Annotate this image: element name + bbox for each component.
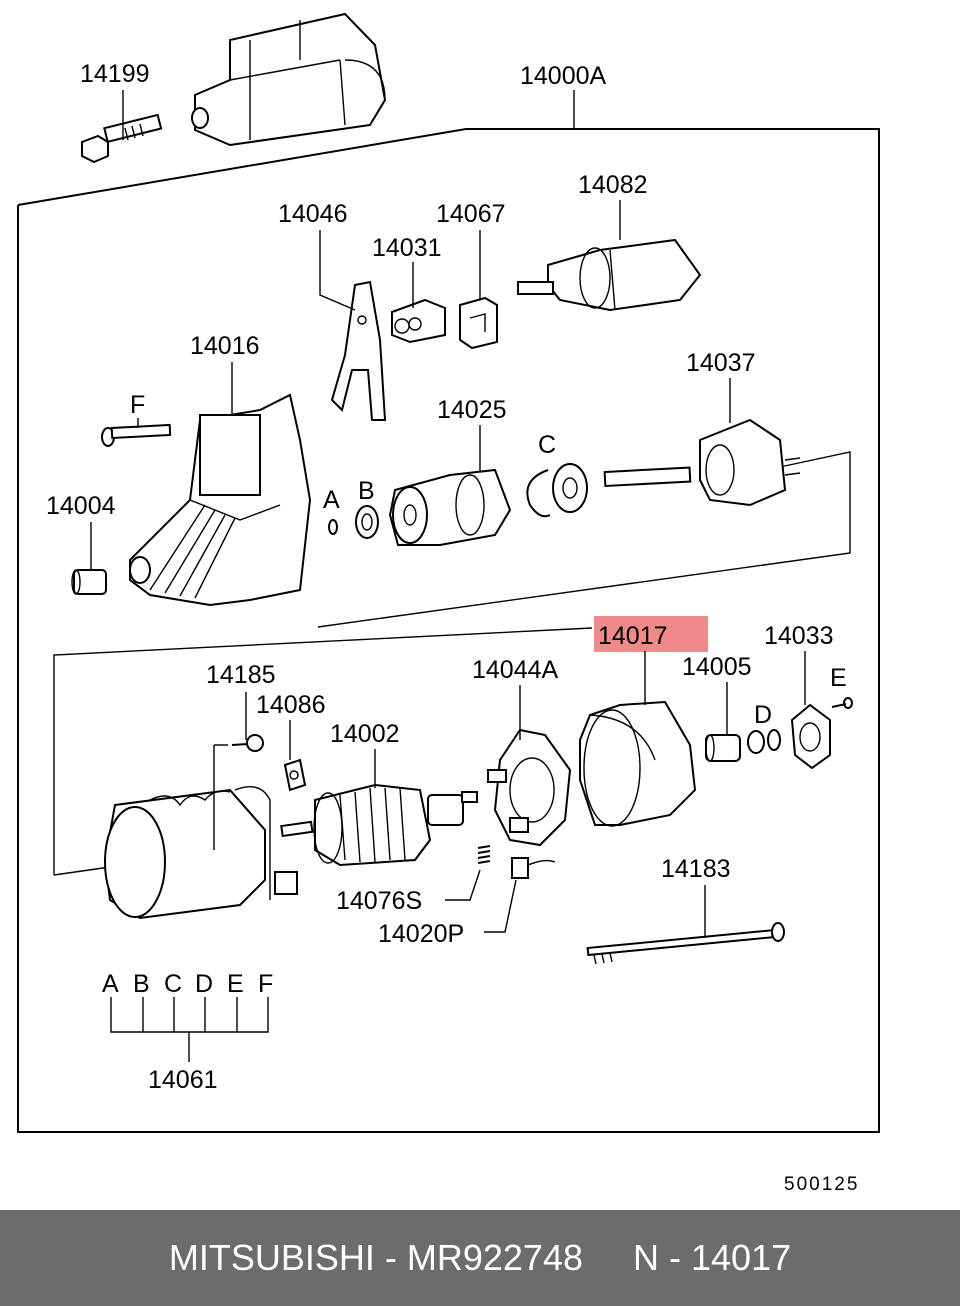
starter-assembly-drawing — [191, 12, 387, 147]
washer-B-drawing — [355, 505, 379, 539]
label-14031: 14031 — [372, 234, 442, 262]
yoke-14017-drawing — [579, 700, 697, 827]
label-14067: 14067 — [436, 200, 506, 228]
bushing-14004-drawing — [71, 569, 107, 595]
cover-14033-drawing — [790, 703, 831, 770]
block-14067-drawing — [459, 296, 498, 350]
label-kit-C: C — [164, 970, 182, 998]
frame-outline — [17, 128, 880, 1133]
label-14086: 14086 — [256, 691, 326, 719]
part-info-banner: MITSUBISHI - MR922748 N - 14017 — [0, 1210, 960, 1306]
ring-A-drawing — [328, 519, 338, 535]
bushing-14005-drawing — [705, 734, 741, 762]
label-14002: 14002 — [330, 720, 400, 748]
housing-14016-drawing — [129, 393, 312, 607]
label-kit-E: E — [227, 970, 244, 998]
label-kit-B: B — [133, 970, 150, 998]
highlight-box — [594, 616, 708, 652]
bolt-14199-drawing — [81, 113, 163, 164]
seal-D-drawing — [747, 729, 781, 754]
label-14199: 14199 — [80, 60, 150, 88]
label-B: B — [358, 477, 375, 505]
solenoid-14082-drawing — [517, 238, 702, 312]
brush-14020P-drawing — [511, 857, 556, 879]
clutch-14025-drawing — [388, 468, 512, 546]
label-14033: 14033 — [764, 622, 834, 650]
label-14005: 14005 — [682, 653, 752, 681]
label-E: E — [830, 664, 847, 692]
reference-number: 500125 — [784, 1174, 859, 1195]
label-14044A: 14044A — [472, 656, 559, 684]
clip-C-drawing — [526, 463, 588, 518]
label-D: D — [754, 701, 772, 729]
part-info-text: MITSUBISHI - MR922748 N - 14017 — [168, 1237, 792, 1278]
label-14025: 14025 — [437, 396, 507, 424]
screw-14185-drawing — [231, 734, 264, 752]
leader-lines — [90, 90, 806, 1062]
lower-subframe — [53, 627, 593, 875]
bolt-F-drawing — [101, 423, 172, 447]
label-A: A — [323, 486, 340, 514]
label-14000A: 14000A — [520, 62, 607, 90]
label-14082: 14082 — [578, 171, 648, 199]
terminal-14086-drawing — [283, 758, 307, 792]
brush-holder-14044A-drawing — [487, 728, 572, 847]
label-14061: 14061 — [148, 1066, 218, 1094]
upper-subframe — [317, 451, 851, 628]
lever-14046-drawing — [330, 280, 387, 421]
label-kit-A: A — [102, 970, 119, 998]
screw-E-drawing — [831, 697, 853, 709]
label-14183: 14183 — [661, 855, 731, 883]
holder-14031-drawing — [391, 298, 446, 344]
label-14046: 14046 — [278, 200, 348, 228]
label-F: F — [130, 391, 145, 419]
label-14020P: 14020P — [378, 920, 464, 948]
label-kit-F: F — [258, 970, 273, 998]
label-C: C — [538, 431, 556, 459]
lower-subframe-right — [53, 866, 111, 876]
shaft-14037-drawing — [603, 418, 801, 507]
armature-14002-drawing — [280, 783, 478, 867]
label-14004: 14004 — [46, 492, 116, 520]
bolt-14183-drawing — [586, 922, 785, 965]
label-14017: 14017 — [598, 622, 668, 650]
label-14185: 14185 — [206, 661, 276, 689]
parts-diagram: 14199 14000A 14082 14046 14067 14031 140… — [17, 12, 880, 1195]
label-14016: 14016 — [190, 332, 260, 360]
label-kit-D: D — [195, 970, 213, 998]
field-frame-drawing — [103, 786, 298, 920]
label-14076S: 14076S — [336, 887, 422, 915]
spring-14076S-drawing — [477, 845, 491, 864]
label-14037: 14037 — [686, 349, 756, 377]
